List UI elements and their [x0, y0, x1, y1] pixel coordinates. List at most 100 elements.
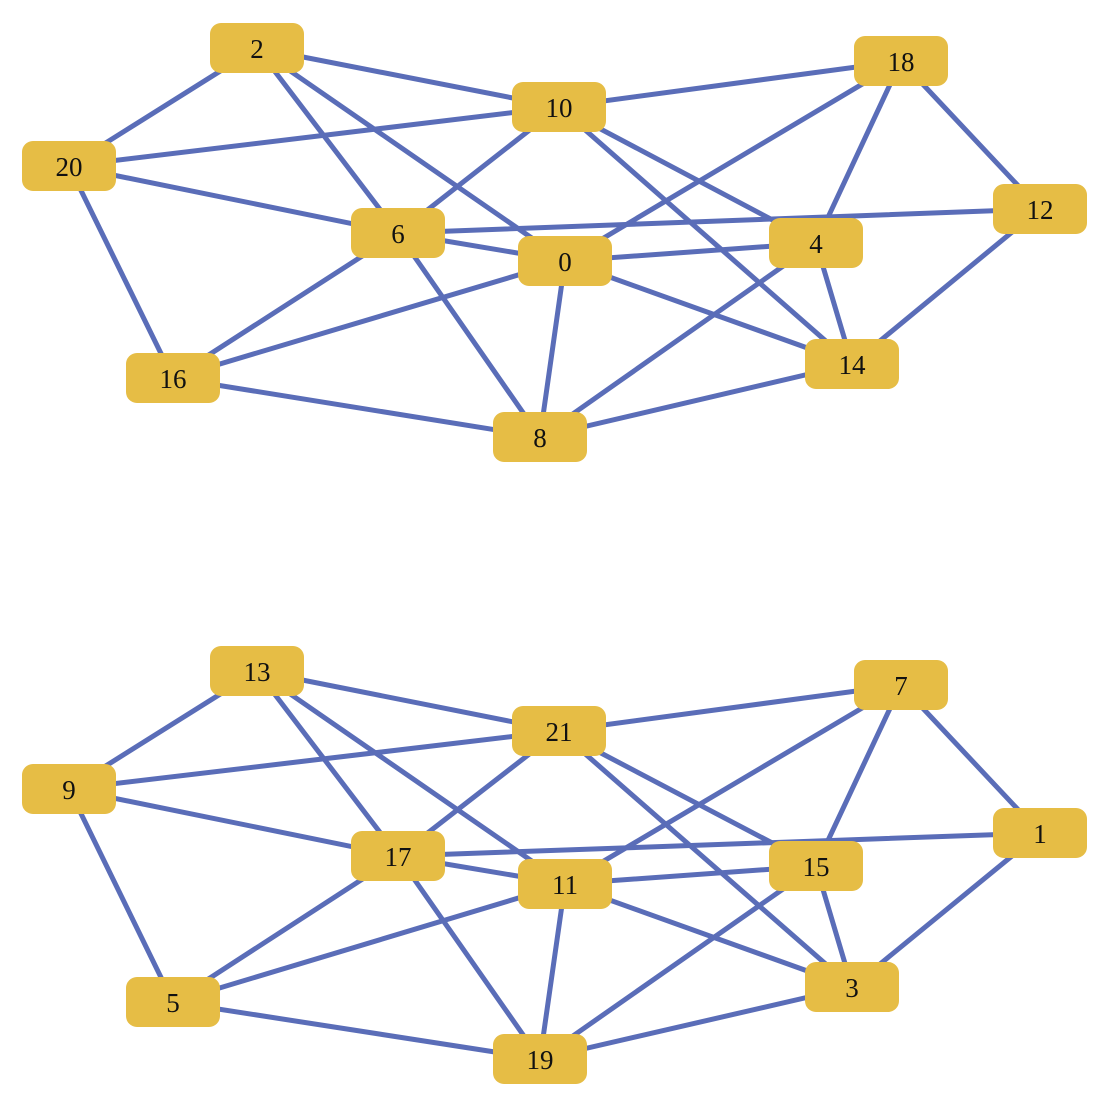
node-box-4: [769, 218, 863, 268]
edge-1-3: [849, 830, 1043, 990]
edge-17-1: [395, 830, 1043, 859]
edge-7-11: [562, 682, 904, 887]
node-box-14: [805, 339, 899, 389]
node-16: 16: [126, 353, 220, 403]
node-label-6: 6: [391, 219, 405, 249]
edge-9-21: [66, 728, 562, 792]
edge-16-8: [170, 375, 543, 440]
node-box-6: [351, 208, 445, 258]
edge-17-19: [395, 853, 543, 1062]
node-box-11: [518, 859, 612, 909]
node-label-1: 1: [1033, 819, 1047, 849]
node-box-1: [993, 808, 1087, 858]
node-box-19: [493, 1034, 587, 1084]
node-box-0: [518, 236, 612, 286]
edge-20-6: [66, 163, 401, 236]
node-layer: 2 10 18 20 12 6 0 4 16 14 8 13 21 7 9 1 17 11 15 5 3 19: [22, 23, 1087, 1084]
node-label-15: 15: [803, 852, 830, 882]
node-6: 6: [351, 208, 445, 258]
edge-2-0: [254, 45, 568, 264]
edge-0-8: [537, 258, 568, 440]
node-label-2: 2: [250, 34, 264, 64]
node-10: 10: [512, 82, 606, 132]
edge-18-4: [813, 58, 904, 246]
node-label-13: 13: [244, 657, 271, 687]
node-label-8: 8: [533, 423, 547, 453]
node-box-7: [854, 660, 948, 710]
edge-15-19: [537, 863, 819, 1062]
edge-11-19: [537, 881, 568, 1062]
node-label-3: 3: [845, 973, 859, 1003]
node-0: 0: [518, 236, 612, 286]
node-18: 18: [854, 36, 948, 86]
node-box-21: [512, 706, 606, 756]
edge-10-14: [556, 104, 855, 367]
node-17: 17: [351, 831, 445, 881]
node-5: 5: [126, 977, 220, 1027]
edge-9-5: [66, 786, 176, 1005]
node-19: 19: [493, 1034, 587, 1084]
node-13: 13: [210, 646, 304, 696]
node-4: 4: [769, 218, 863, 268]
node-label-17: 17: [385, 842, 412, 872]
node-11: 11: [518, 859, 612, 909]
node-label-16: 16: [160, 364, 187, 394]
edge-14-8: [537, 361, 855, 440]
edge-21-7: [556, 682, 904, 734]
edge-11-3: [562, 881, 855, 990]
edge-20-10: [66, 104, 562, 169]
node-label-0: 0: [558, 247, 572, 277]
node-label-7: 7: [894, 671, 908, 701]
node-box-20: [22, 141, 116, 191]
node-7: 7: [854, 660, 948, 710]
edge-11-5: [170, 881, 568, 1005]
node-box-18: [854, 36, 948, 86]
node-box-9: [22, 764, 116, 814]
edge-20-16: [66, 163, 176, 381]
edge-2-6: [254, 45, 401, 236]
node-box-17: [351, 831, 445, 881]
edge-9-17: [66, 786, 401, 859]
node-label-4: 4: [809, 229, 823, 259]
node-21: 21: [512, 706, 606, 756]
edge-13-11: [254, 668, 568, 887]
node-label-12: 12: [1027, 195, 1054, 225]
edge-5-19: [170, 999, 543, 1062]
node-label-9: 9: [62, 775, 76, 805]
edge-10-18: [556, 58, 904, 110]
node-label-14: 14: [839, 350, 867, 380]
edge-2-10: [254, 45, 562, 110]
node-box-15: [769, 841, 863, 891]
node-9: 9: [22, 764, 116, 814]
node-1: 1: [993, 808, 1087, 858]
node-14: 14: [805, 339, 899, 389]
edge-21-3: [556, 728, 855, 990]
node-20: 20: [22, 141, 116, 191]
edge-0-16: [170, 258, 568, 381]
node-label-11: 11: [552, 870, 578, 900]
edge-18-0: [562, 58, 904, 264]
node-3: 3: [805, 962, 899, 1012]
edge-13-17: [254, 668, 401, 859]
node-box-13: [210, 646, 304, 696]
edge-3-19: [537, 984, 855, 1062]
node-box-16: [126, 353, 220, 403]
node-label-19: 19: [527, 1045, 554, 1075]
edge-7-15: [813, 682, 904, 869]
node-box-12: [993, 184, 1087, 234]
edge-0-14: [562, 258, 855, 367]
node-box-2: [210, 23, 304, 73]
edge-13-21: [254, 668, 562, 734]
node-label-20: 20: [56, 152, 83, 182]
edge-12-14: [849, 206, 1043, 367]
node-12: 12: [993, 184, 1087, 234]
node-2: 2: [210, 23, 304, 73]
node-box-3: [805, 962, 899, 1012]
node-label-5: 5: [166, 988, 180, 1018]
edge-4-8: [537, 240, 819, 440]
node-label-21: 21: [546, 717, 573, 747]
node-8: 8: [493, 412, 587, 462]
node-box-5: [126, 977, 220, 1027]
